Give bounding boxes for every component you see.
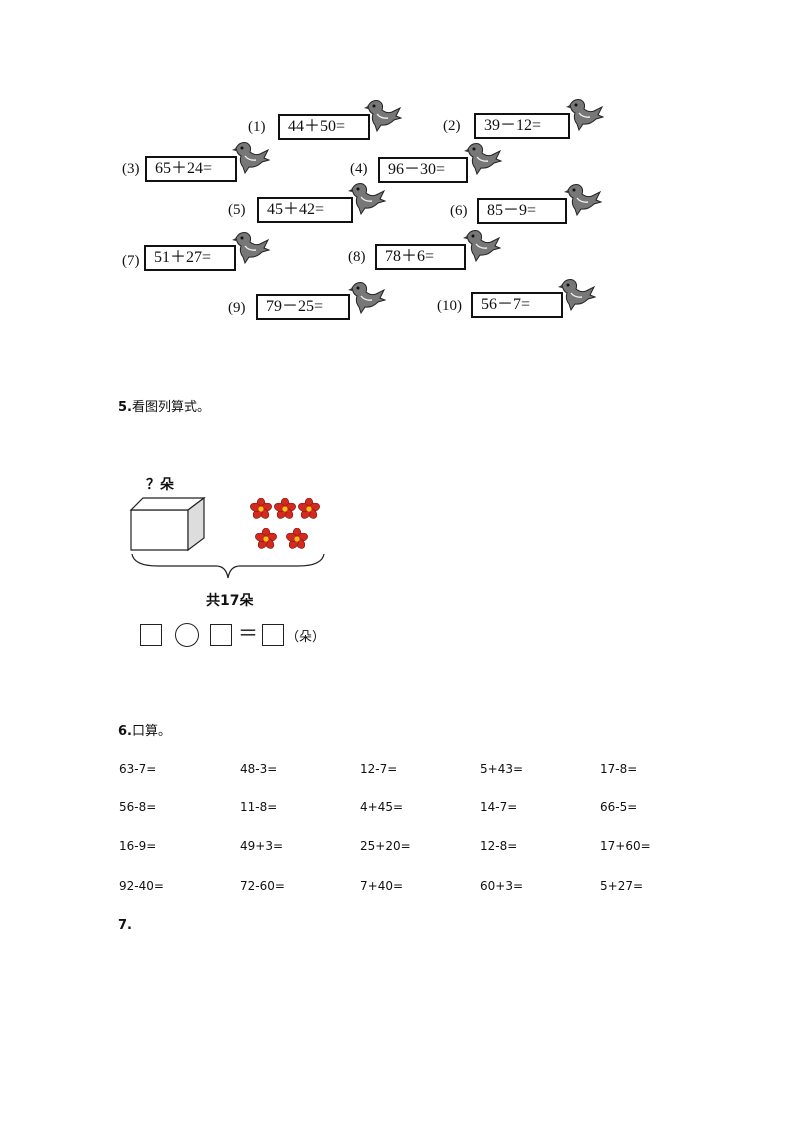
bird-icon [348,183,386,216]
calc-item: 17+60= [600,839,651,853]
item-4-label: (4) [350,161,368,177]
calc-item: 12-8= [480,839,518,853]
calc-item: 25+20= [360,839,411,853]
flower-icon [298,498,320,519]
calc-item: 66-5= [600,800,638,814]
unknown-label: ？朵 [146,477,174,493]
item-10-expression: 56－7= [471,292,563,318]
item-10-label: (10) [437,298,462,314]
calc-item: 60+3= [480,879,524,893]
item-1-expression: 44＋50= [278,114,370,140]
bird-icon [232,142,270,175]
calc-item: 16-9= [119,839,157,853]
calc-item: 63-7= [119,762,157,776]
bird-icon [364,100,402,133]
item-7-expression: 51＋27= [144,245,236,271]
flower-icon [286,528,308,549]
calc-item: 17-8= [600,762,638,776]
unit-label: （朵） [286,630,326,645]
question-number: 5. [118,400,132,415]
calc-item: 56-8= [119,800,157,814]
bird-icon [564,184,602,217]
calc-item: 5+27= [600,879,644,893]
item-8-expression: 78＋6= [375,244,466,270]
calc-item: 49+3= [240,839,284,853]
bird-icon [463,230,501,263]
flower-icon [255,528,277,549]
calc-item: 11-8= [240,800,278,814]
item-3-label: (3) [122,161,140,177]
equals-sign: ＝ [238,623,258,645]
answer-box[interactable] [262,624,284,646]
item-2-label: (2) [443,118,461,134]
question-number: 7. [118,918,132,933]
item-9-expression: 79－25= [256,294,350,320]
question-6-heading: 6.口算。 [118,720,171,739]
item-6-expression: 85－9= [477,198,567,224]
flower-icon [250,498,272,519]
item-1-label: (1) [248,119,266,135]
bird-icon [558,279,596,312]
calc-item: 4+45= [360,800,404,814]
item-5-expression: 45＋42= [257,197,353,223]
total-label: 共17朵 [206,593,254,609]
box-figure [129,496,206,552]
flower-icon [274,498,296,519]
item-6-label: (6) [450,203,468,219]
item-5-label: (5) [228,202,246,218]
item-8-label: (8) [348,249,366,265]
question-title: 口算。 [131,724,171,739]
item-7-label: (7) [122,253,140,269]
bird-icon [566,99,604,132]
calc-item: 7+40= [360,879,404,893]
question-7-heading: 7. [118,918,132,933]
item-3-expression: 65＋24= [145,156,237,182]
bird-icon [348,282,386,315]
brace [131,553,325,579]
calc-item: 12-7= [360,762,398,776]
question-title: 看图列算式。 [131,400,210,415]
item-9-label: (9) [228,300,246,316]
item-4-expression: 96－30= [378,157,468,183]
question-5-heading: 5.看图列算式。 [118,396,210,415]
calc-item: 48-3= [240,762,278,776]
calc-item: 92-40= [119,879,164,893]
answer-box[interactable] [210,624,232,646]
bird-icon [464,143,502,176]
item-2-expression: 39－12= [474,113,570,139]
question-number: 6. [118,724,132,739]
calc-item: 5+43= [480,762,524,776]
answer-box[interactable] [140,624,162,646]
calc-item: 72-60= [240,879,285,893]
operator-circle[interactable] [175,623,199,647]
bird-icon [232,232,270,265]
calc-item: 14-7= [480,800,518,814]
